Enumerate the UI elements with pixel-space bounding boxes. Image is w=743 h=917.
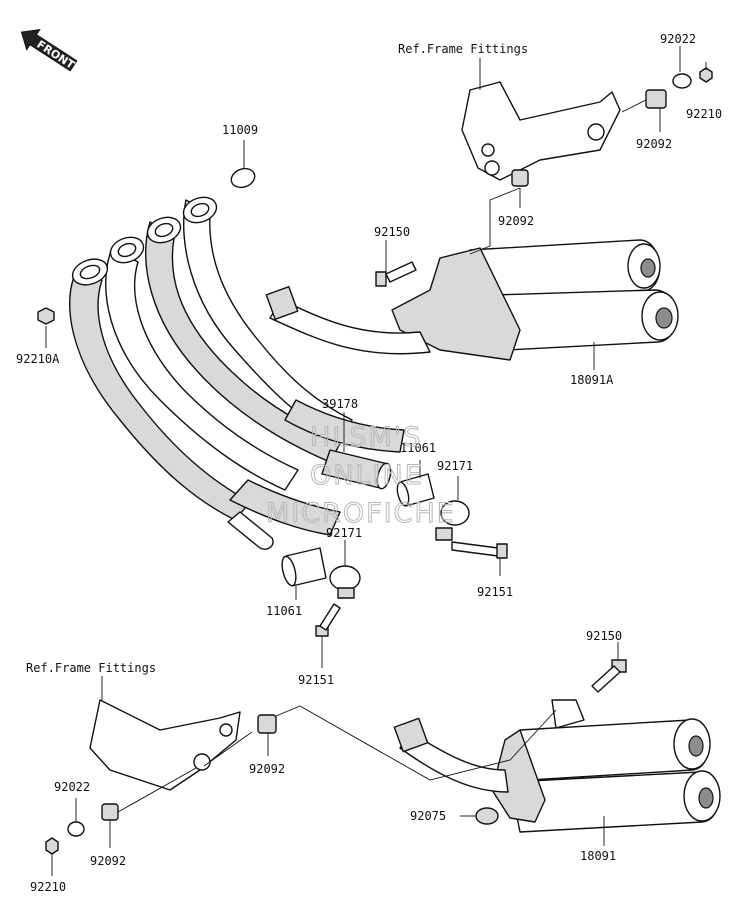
label-92150-bottom: 92150: [586, 629, 622, 643]
label-92210-top: 92210: [686, 107, 722, 121]
exhaust-header-pipes: [69, 199, 405, 550]
label-92151-right: 92151: [477, 585, 513, 599]
label-92022-bottom: 92022: [54, 780, 90, 794]
sleeve-11061-right: [396, 473, 435, 507]
label-18091A: 18091A: [570, 373, 614, 387]
watermark-line-2: ONLINE: [310, 460, 424, 491]
washer-92022-top: [672, 73, 692, 89]
bolt-92150-top: [375, 261, 417, 287]
label-92092-top-right: 92092: [636, 137, 672, 151]
label-92171-right: 92171: [437, 459, 473, 473]
label-39178: 39178: [322, 397, 358, 411]
joint-pipe-39178: [321, 449, 392, 490]
label-92092-bottom-left: 92092: [90, 854, 126, 868]
frame-bracket-bottom: [89, 699, 241, 791]
label-18091: 18091: [580, 849, 616, 863]
washer-92022-bottom: [67, 821, 85, 837]
muffler-18091: [393, 699, 721, 833]
front-arrow-icon: FRONT: [20, 28, 78, 72]
label-92171-mid: 92171: [326, 526, 362, 540]
header-flanges: [71, 196, 218, 286]
collar-92092-bottom-left: [101, 803, 119, 821]
sleeve-11061-left: [281, 547, 327, 587]
part-labels: Ref.Frame Fittings 92022 92210 92092 110…: [16, 32, 722, 894]
bolt-92151-right: [451, 541, 508, 559]
clamp-92171-right: [435, 500, 470, 541]
collar-92092-bottom-mid: [257, 714, 277, 734]
label-92092-top-mid: 92092: [498, 214, 534, 228]
muffler-18091A: [265, 239, 679, 361]
bolt-92150-bottom: [591, 659, 627, 693]
label-11061-right: 11061: [400, 441, 436, 455]
label-11061-left: 11061: [266, 604, 302, 618]
collar-92092-top-right: [645, 89, 667, 109]
ref-frame-fittings-bottom: Ref.Frame Fittings: [26, 661, 156, 675]
label-92210-bottom: 92210: [30, 880, 66, 894]
leader-lines: [45, 46, 707, 876]
label-92150-top: 92150: [374, 225, 410, 239]
cap-92075: [475, 807, 499, 825]
frame-bracket-top: [461, 81, 621, 181]
label-92092-bottom-mid: 92092: [249, 762, 285, 776]
bolt-92151-mid: [315, 603, 341, 637]
label-92151-mid: 92151: [298, 673, 334, 687]
clamp-92171-mid: [329, 565, 361, 599]
nut-92210-bottom: [45, 837, 59, 855]
gasket-11009: [230, 167, 256, 189]
watermark-line-1: HLSM'S: [310, 422, 422, 453]
front-label: FRONT: [34, 38, 77, 72]
nut-92210A: [37, 307, 55, 325]
label-11009: 11009: [222, 123, 258, 137]
nut-92210-top: [699, 67, 713, 83]
label-92210A: 92210A: [16, 352, 60, 366]
watermark: HLSM'S ONLINE MICROFICHE: [266, 422, 456, 530]
label-92022-top: 92022: [660, 32, 696, 46]
watermark-line-3: MICROFICHE: [266, 498, 456, 529]
collar-92092-top-mid: [511, 169, 529, 187]
ref-frame-fittings-top: Ref.Frame Fittings: [398, 42, 528, 56]
label-92075: 92075: [410, 809, 446, 823]
